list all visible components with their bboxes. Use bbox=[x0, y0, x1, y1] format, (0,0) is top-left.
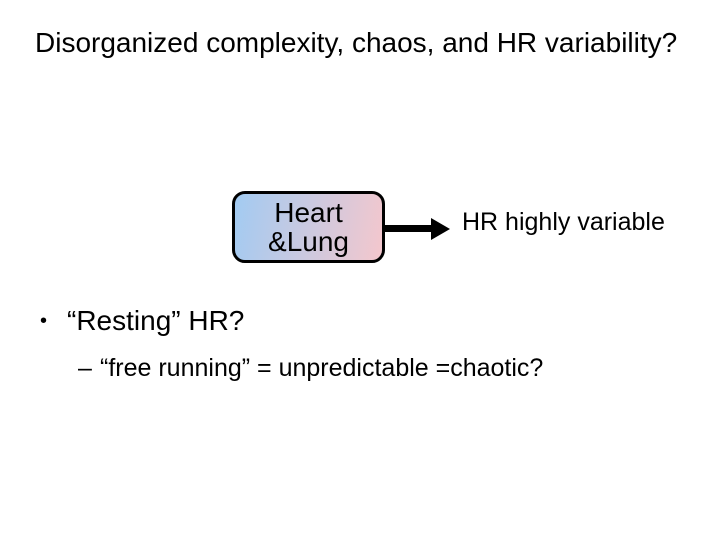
bullet-marker-icon: • bbox=[40, 310, 48, 332]
slide-title: Disorganized complexity, chaos, and HR v… bbox=[35, 27, 678, 58]
heart-lung-box: Heart &Lung bbox=[232, 191, 385, 263]
bullet-text: “Resting” HR? bbox=[67, 305, 245, 336]
arrow-shaft bbox=[384, 225, 432, 232]
arrow-right-icon bbox=[431, 218, 450, 240]
sub-bullet-marker-icon: – bbox=[78, 354, 92, 382]
heart-lung-box-line2: &Lung bbox=[268, 226, 349, 257]
arrow-label: HR highly variable bbox=[462, 208, 665, 236]
heart-lung-box-line1: Heart bbox=[274, 197, 343, 228]
sub-bullet-text: “free running” = unpredictable =chaotic? bbox=[100, 354, 544, 382]
